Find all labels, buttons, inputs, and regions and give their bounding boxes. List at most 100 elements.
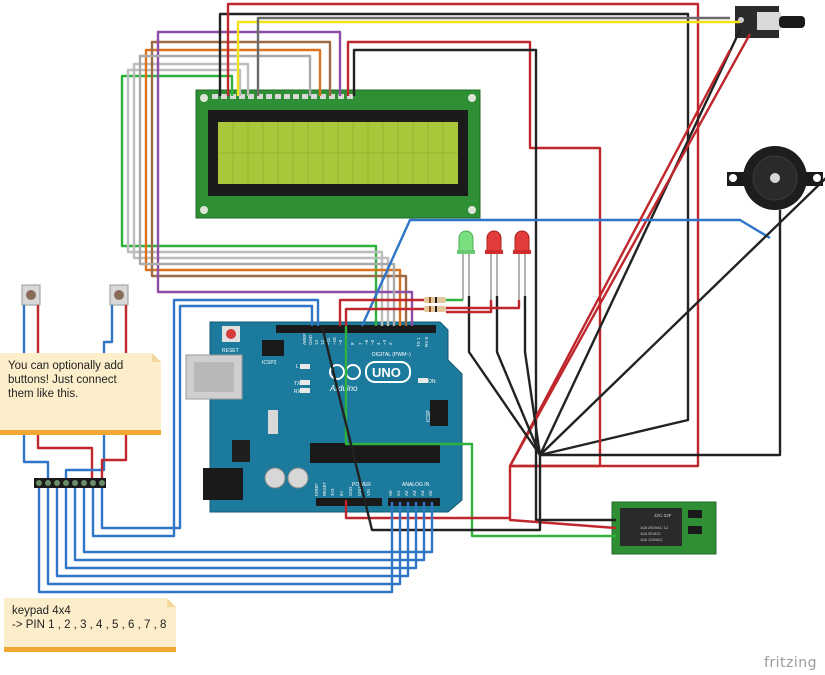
- power-pin-labels: IOREF RESET 3V3 5V GND GND VIN: [314, 482, 371, 496]
- wire-led-red-1: [446, 300, 493, 314]
- pin-label-d11: 4: [376, 342, 381, 345]
- analog-label: ANALOG IN: [402, 482, 430, 488]
- icsp-header: [430, 400, 448, 426]
- pin-label-a4: A4: [420, 490, 425, 496]
- wire-lcd-gray-3: [256, 16, 730, 96]
- relay-rating-1: 10A 250VAC 12: [640, 525, 669, 530]
- push-button-2: [109, 284, 129, 306]
- push-button-1: [21, 284, 41, 306]
- pin-label-d10: ~5: [370, 339, 375, 345]
- wire-res-red-1: [338, 298, 424, 326]
- pin-label-d7: 8: [350, 342, 355, 345]
- wire-lcd-brown: [150, 40, 408, 326]
- arduino-uno-board: RESET ICSP2 ICSP L TX RX ON Arduino UNO …: [185, 321, 463, 513]
- relay-rating-2: 10A 30VDC: [640, 531, 661, 536]
- pin-label-d1: GND: [308, 334, 313, 345]
- pin-label-a5: A5: [428, 490, 433, 496]
- digital-header: [276, 325, 436, 333]
- wire-keypad-5: [73, 488, 426, 562]
- wire-lcd-red-top: [226, 2, 700, 468]
- pin-label-a3: A3: [412, 490, 417, 496]
- atmega-chip: [310, 443, 440, 463]
- wire-keypad-1: [37, 488, 394, 594]
- wire-keypad-2: [46, 488, 402, 586]
- wire-lcd-orange: [144, 48, 402, 326]
- wires: [22, 2, 825, 594]
- wire-keypad-4: [64, 488, 418, 570]
- wire-keypad-8: [100, 304, 314, 530]
- wire-lcd-green: [120, 74, 378, 326]
- led-red-1: [485, 230, 503, 300]
- power-header: [316, 498, 382, 506]
- wire-keypad-7: [91, 298, 320, 538]
- icsp-label: ICSP: [426, 410, 432, 422]
- led-green: [457, 230, 475, 300]
- fritzing-watermark: fritzing: [763, 655, 817, 671]
- pin-label-a0: A0: [388, 490, 393, 496]
- relay-rating-3: 10A 125VAC: [640, 537, 663, 542]
- wire-keypad-6: [82, 488, 434, 554]
- wire-lcd-purple: [156, 30, 414, 326]
- resistors: [424, 297, 446, 312]
- pin-label-d0: AREF: [302, 333, 307, 345]
- keypad-connector: [34, 478, 106, 488]
- digital-pin-labels: AREF GND 13 12 ~11 ~10 ~9 8 7 ~6 ~5 4 ~3…: [302, 333, 429, 347]
- icsp2-header: [262, 340, 284, 356]
- pin-label-d4: ~11: [326, 337, 331, 345]
- pin-label-p5: GND: [357, 487, 362, 496]
- wire-led-black-3: [523, 296, 542, 456]
- on-label: ON: [428, 379, 436, 385]
- pin-label-p6: VIN: [366, 489, 371, 496]
- buttons-note-text: You can optionally add buttons! Just con…: [8, 360, 124, 400]
- analog-header: [388, 498, 440, 506]
- wire-res-red-2: [344, 307, 424, 326]
- pin-label-p4: GND: [348, 487, 353, 496]
- pin-label-p3: 5V: [339, 491, 344, 496]
- piezo-buzzer: [727, 146, 823, 210]
- reset-label: RESET: [222, 348, 239, 354]
- wire-lcd-black-top: [218, 12, 690, 457]
- wire-led-red-2: [446, 300, 521, 310]
- arduino-model: UNO: [372, 365, 401, 380]
- keypad-note: keypad 4x4 -> PIN 1 , 2 , 3 , 4 , 5 , 6 …: [4, 598, 176, 652]
- pin-label-d12: ~3: [382, 339, 387, 345]
- wire-lcd-yellow: [236, 20, 740, 96]
- wire-buzzer-black: [540, 210, 782, 457]
- analog-pin-labels: A0 A1 A2 A3 A4 A5: [388, 490, 433, 496]
- wire-lcd-red-mid: [346, 40, 602, 468]
- led-red-2: [513, 230, 531, 300]
- wire-pot-red: [508, 33, 752, 467]
- relay-model: JZC-33F: [654, 513, 672, 518]
- pin-label-a1: A1: [396, 490, 401, 496]
- pin-label-a2: A2: [404, 490, 409, 496]
- wire-gnd-diagonal: [539, 177, 825, 456]
- wire-keypad-3: [55, 488, 410, 578]
- pin-label-d2: 13: [314, 339, 319, 345]
- pin-label-d6: ~9: [338, 339, 343, 345]
- pin-label-p1: RESET: [322, 482, 327, 496]
- l-led-label: L: [296, 364, 299, 370]
- rx-label: RX: [294, 389, 302, 395]
- pin-label-d9: ~6: [364, 339, 369, 345]
- wire-lcd-black-mid: [352, 48, 616, 522]
- wire-relay-red: [344, 500, 510, 520]
- icsp2-label: ICSP2: [262, 360, 277, 366]
- lcd-module: [195, 89, 481, 219]
- buttons-note: You can optionally add buttons! Just con…: [0, 353, 161, 435]
- wire-relay-black: [320, 325, 542, 532]
- wire-pot-black: [538, 29, 742, 456]
- arduino-brand: Arduino: [329, 384, 358, 393]
- power-jack: [203, 468, 243, 500]
- pin-label-d8: 7: [358, 342, 363, 345]
- wire-led-black-2: [495, 296, 542, 456]
- wire-5v-diagonal: [508, 49, 732, 530]
- wire-buzzer-blue: [360, 218, 771, 327]
- wire-led-black-1: [467, 296, 541, 456]
- tx-label: TX: [294, 381, 301, 387]
- relay-module: JZC-33F 10A 250VAC 12 10A 30VDC 10A 125V…: [611, 501, 717, 555]
- pin-label-p2: 3V3: [330, 488, 335, 496]
- digital-label: DIGITAL (PWM~): [372, 352, 411, 358]
- wire-lcd-white: [138, 54, 396, 326]
- pin-label-p0: IOREF: [314, 483, 319, 496]
